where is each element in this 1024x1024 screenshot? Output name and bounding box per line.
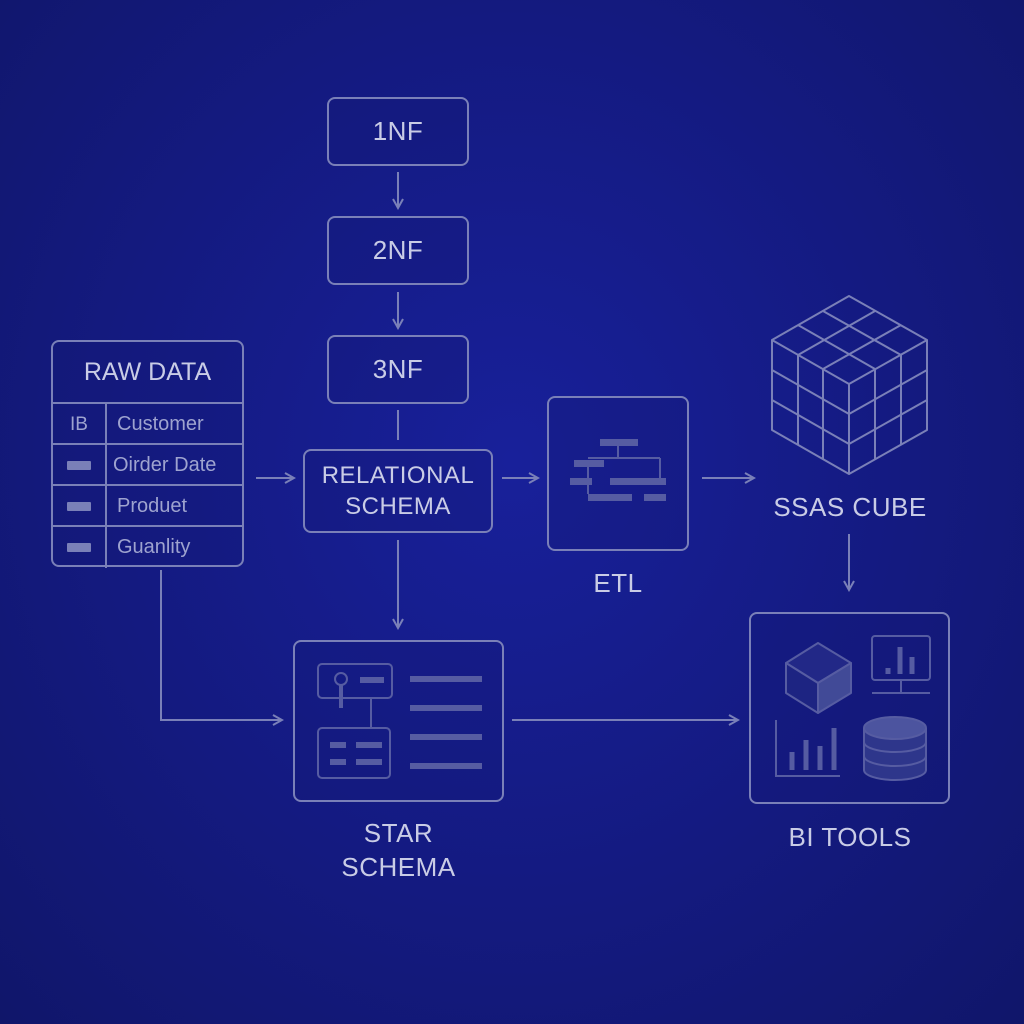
relational-schema-box[interactable]: RELATIONAL SCHEMA [303, 449, 493, 533]
row-key-marker [53, 486, 107, 527]
etl-flow-icon [570, 439, 666, 501]
star-schema-box[interactable] [293, 640, 504, 802]
table-row: IB Customer [53, 402, 242, 445]
row-field: Guanlity [117, 536, 191, 558]
database-icon [863, 716, 927, 781]
ssas-cube-label: SSAS CUBE [773, 492, 927, 522]
nf-box-1[interactable]: 1NF [327, 97, 469, 166]
table-row: Guanlity [53, 525, 242, 568]
table-row: Produet [53, 484, 242, 527]
star-schema-label: STAR SCHEMA [293, 816, 504, 884]
raw-data-table[interactable]: RAW DATA IB Customer Oirder Date Produet… [51, 340, 244, 568]
row-key-marker [53, 445, 107, 486]
relational-label-line2: SCHEMA [345, 493, 451, 520]
row-field: Customer [117, 413, 204, 435]
star-schema-icon [317, 663, 482, 779]
nf-box-2[interactable]: 2NF [327, 216, 469, 285]
relational-label-line1: RELATIONAL [321, 462, 475, 489]
nf-label: 3NF [372, 354, 424, 384]
monitor-chart-icon [871, 635, 931, 694]
star-label-line1: STAR [363, 818, 434, 848]
bar-chart-icon [775, 720, 840, 777]
star-label-line2: SCHEMA [341, 852, 456, 882]
etl-label: ETL [593, 568, 643, 598]
arrow-raw-to-star [160, 570, 282, 720]
row-field: Produet [117, 495, 188, 517]
bi-cube-icon [785, 642, 852, 714]
raw-data-title: RAW DATA [83, 357, 212, 386]
etl-box[interactable] [547, 396, 689, 551]
bi-tools-box[interactable] [749, 612, 950, 804]
nf-label: 1NF [372, 116, 424, 146]
row-key: IB [53, 404, 107, 445]
table-row: Oirder Date [53, 443, 242, 486]
nf-label: 2NF [372, 235, 424, 265]
row-key-marker [53, 527, 107, 568]
bi-tools-label: BI TOOLS [788, 822, 912, 852]
row-field: Oirder Date [113, 454, 217, 476]
nf-box-3[interactable]: 3NF [327, 335, 469, 404]
ssas-cube-icon [771, 295, 928, 475]
